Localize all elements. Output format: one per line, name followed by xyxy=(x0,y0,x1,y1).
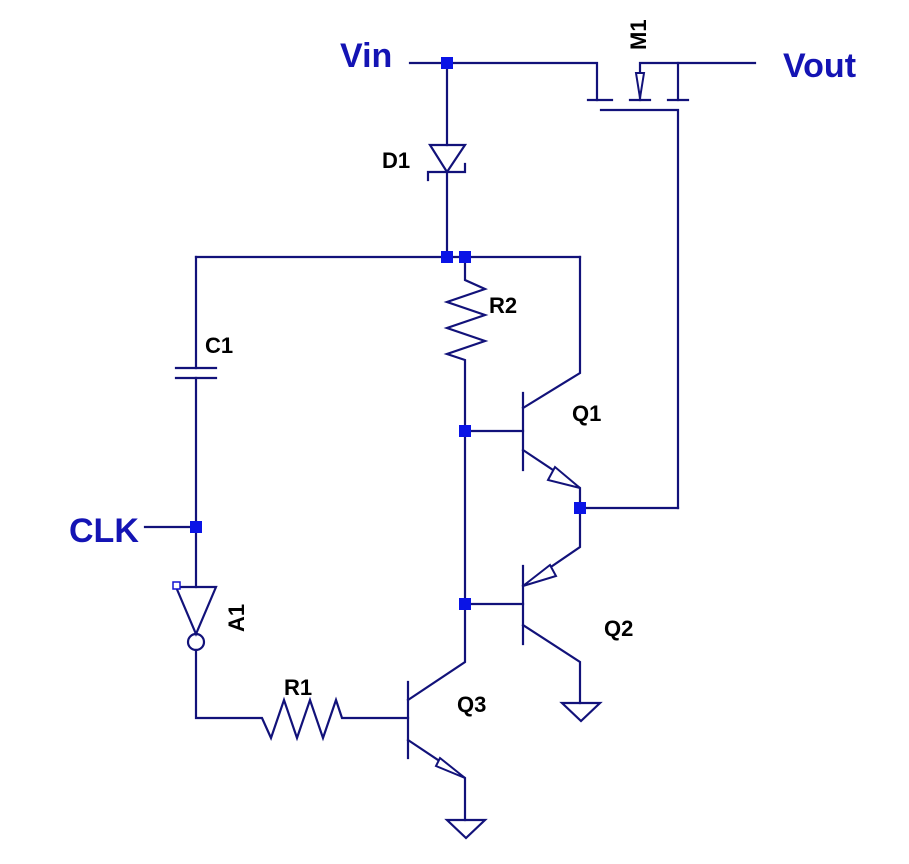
junction-dot xyxy=(190,521,202,533)
transistor-q3[interactable]: Q3 xyxy=(406,602,488,840)
resistor-r1[interactable]: R1 xyxy=(194,648,410,742)
net-label-vin[interactable]: Vin xyxy=(340,37,392,75)
junctions xyxy=(190,57,586,610)
emitter-arrow-icon xyxy=(434,756,466,779)
transistor-q2[interactable]: Q2 xyxy=(463,506,633,723)
junction-dot xyxy=(574,502,586,514)
zener-diode-d1[interactable]: D1 xyxy=(382,61,468,259)
emitter-arrow-icon xyxy=(522,563,558,587)
emitter-arrow-icon xyxy=(546,465,581,489)
net-label-clk[interactable]: CLK xyxy=(69,512,139,550)
mosfet-arrow-icon xyxy=(634,72,646,99)
c1-label: C1 xyxy=(205,333,233,358)
m1-label: M1 xyxy=(626,19,651,50)
capacitor-c1[interactable]: C1 xyxy=(143,255,233,589)
inverter-pin-icon xyxy=(172,581,181,590)
d1-label: D1 xyxy=(382,148,410,173)
transistor-q1[interactable]: Q1 xyxy=(463,255,680,510)
q3-label: Q3 xyxy=(457,692,486,717)
junction-dot xyxy=(459,425,471,437)
net-label-vout[interactable]: Vout xyxy=(783,47,856,85)
junction-dot xyxy=(441,57,453,69)
junction-dot xyxy=(459,598,471,610)
junction-dot xyxy=(441,251,453,263)
ground-icon xyxy=(559,701,603,723)
ground-icon xyxy=(444,818,488,840)
q1-label: Q1 xyxy=(572,401,601,426)
resistor-r2[interactable]: R2 xyxy=(443,255,517,606)
mosfet-m1[interactable]: M1 xyxy=(408,19,757,510)
q2-label: Q2 xyxy=(604,616,633,641)
junction-dot xyxy=(459,251,471,263)
r2-label: R2 xyxy=(489,293,517,318)
a1-label: A1 xyxy=(224,604,249,632)
r1-label: R1 xyxy=(284,675,312,700)
inverter-a1[interactable]: A1 xyxy=(172,581,249,652)
